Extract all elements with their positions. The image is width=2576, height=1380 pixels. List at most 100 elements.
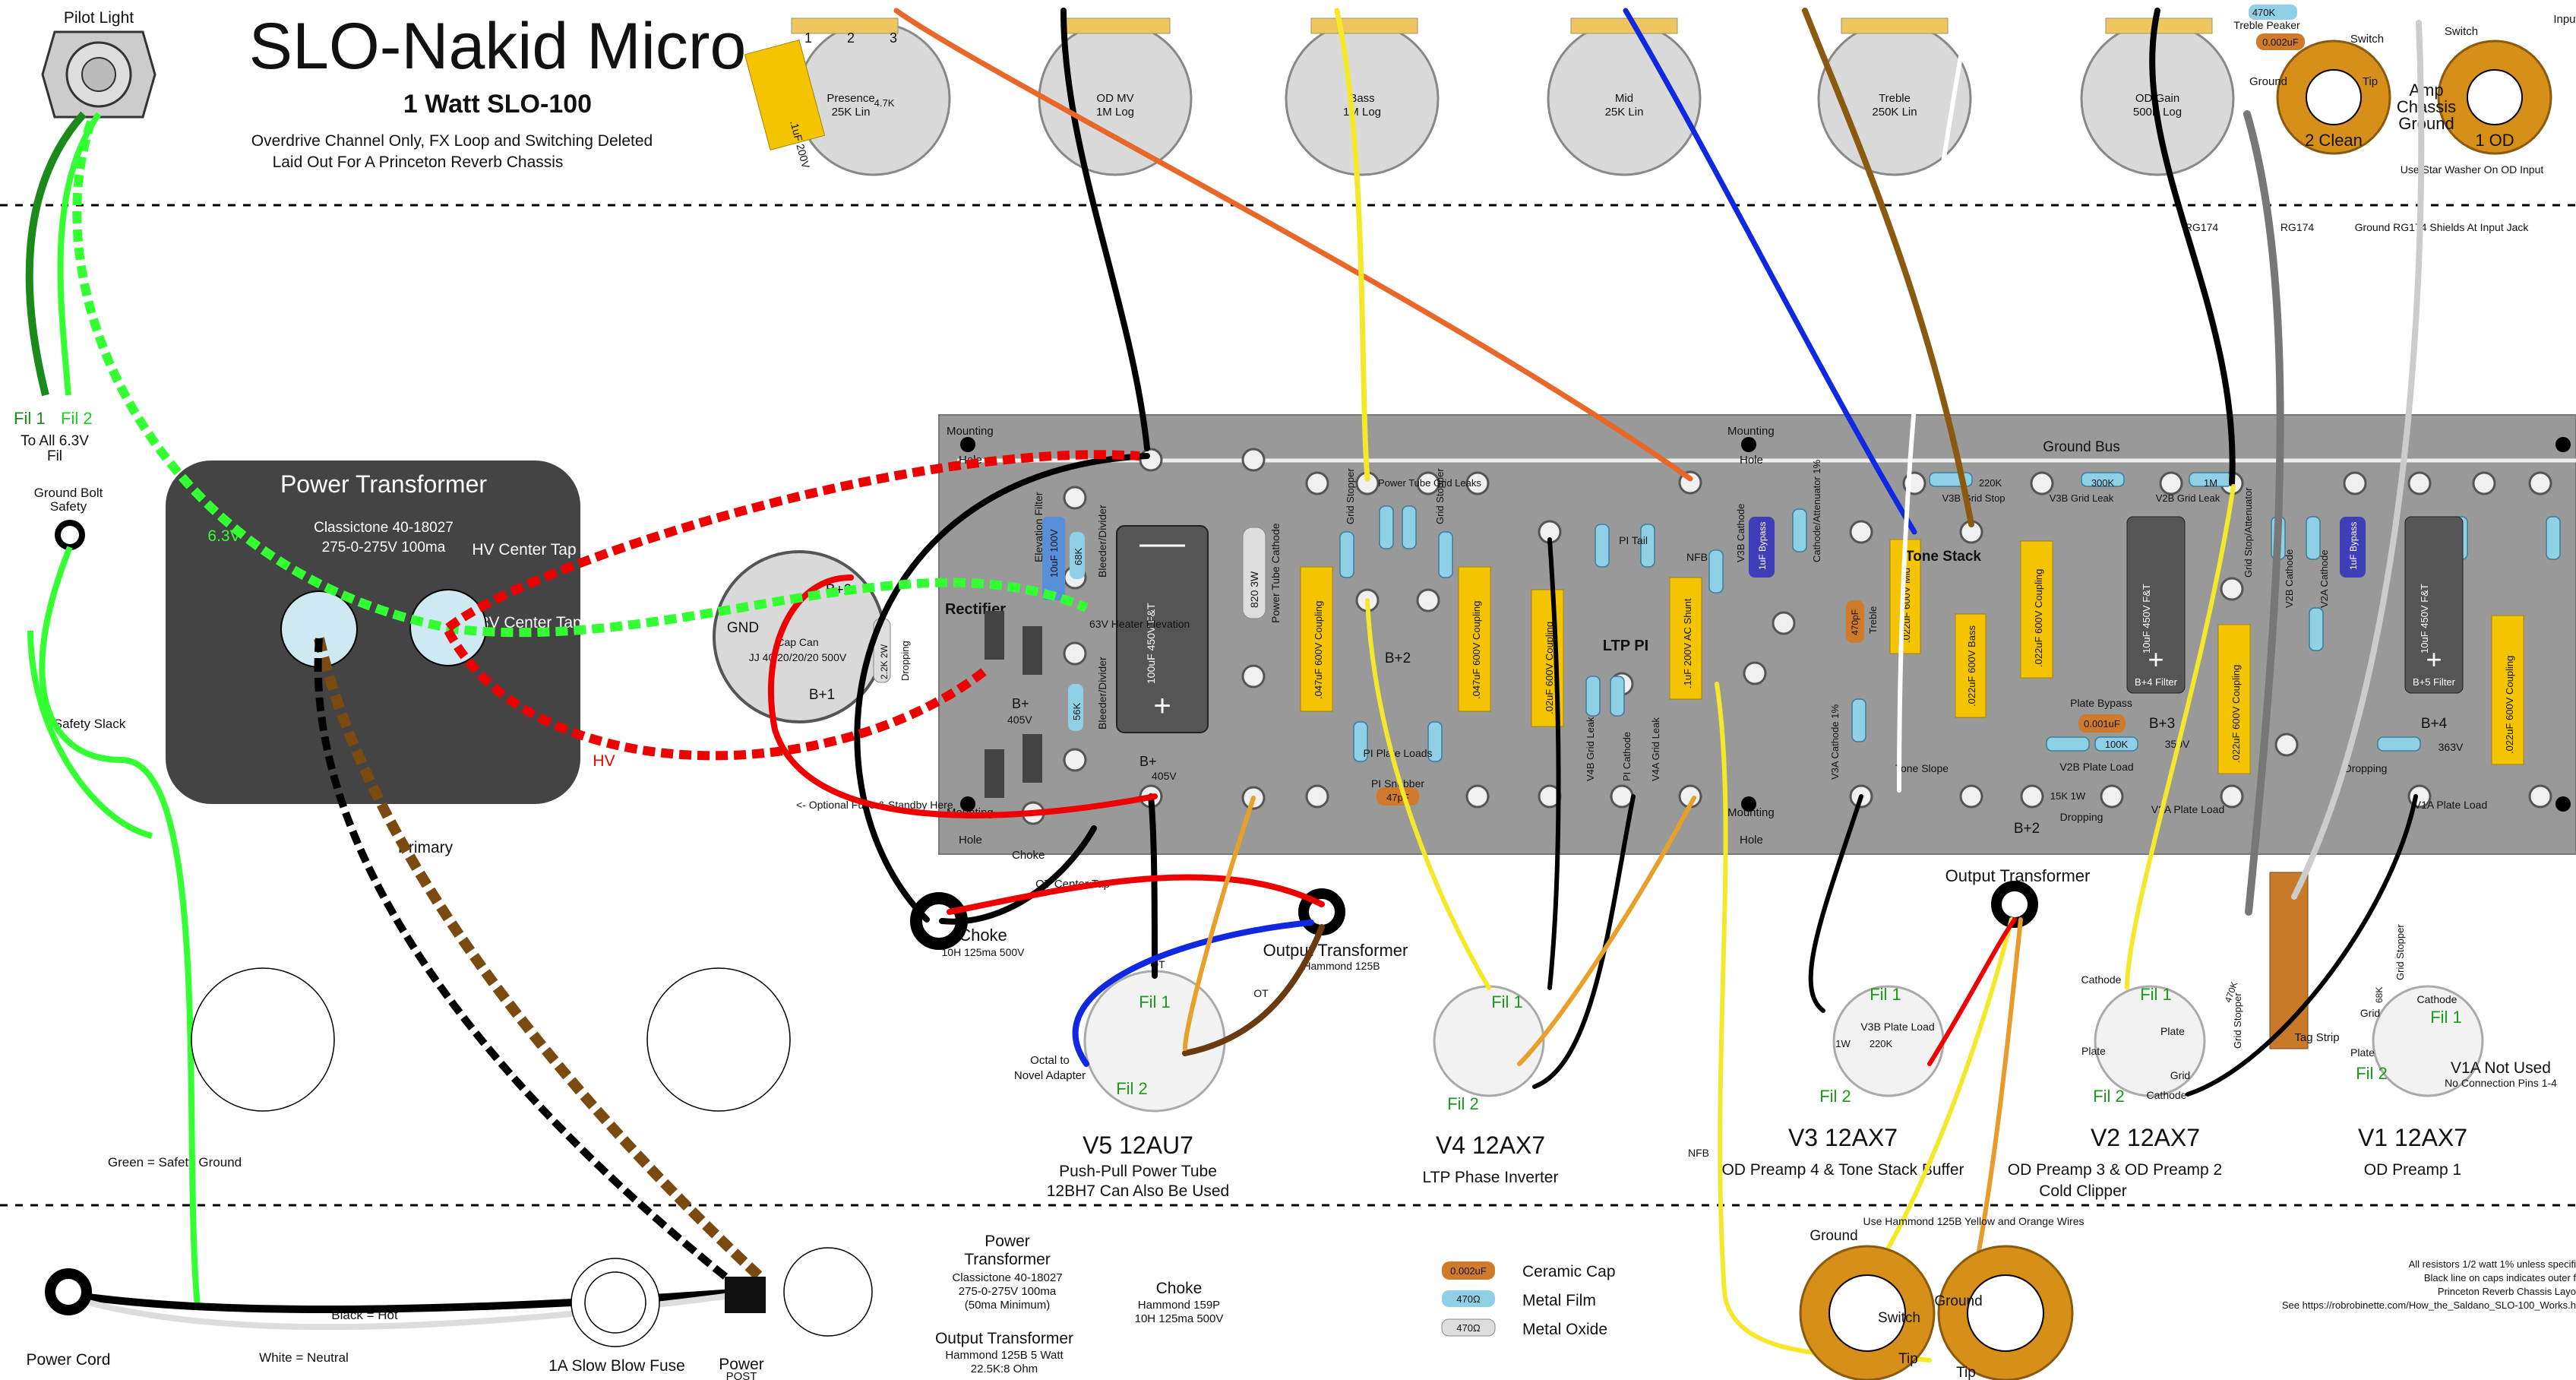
pot-odmv-value: 1M Log (1096, 106, 1134, 119)
footer-ot-spec: 22.5K:8 Ohm (971, 1363, 1038, 1375)
v1a-plate-load: V1A Plate Load (2414, 799, 2488, 811)
ground-bolt-label: Ground Bolt (34, 486, 103, 500)
fil1-v3: Fil 1 (1870, 985, 1901, 1004)
v3b-cathode: V3B Cathode (1735, 504, 1746, 562)
v2-grid-stopper: Grid Stopper (2232, 992, 2243, 1049)
cathode-att-label: Cathode/Attenuator 1% (1811, 459, 1822, 562)
pilot-fil2: Fil 2 (61, 409, 93, 428)
star-washer-note: Use Star Washer On OD Input (2401, 163, 2544, 176)
dropping-1: Dropping (2060, 811, 2103, 823)
cap-can-gnd: GND (727, 620, 759, 636)
legend-metal-oxide-val: 470Ω (1456, 1322, 1481, 1334)
main-cap-label: 100uF 450V F&T (1145, 603, 1157, 684)
nfb-tube: NFB (1688, 1147, 1709, 1159)
output-ground-1: Ground (1810, 1228, 1857, 1244)
v3a-cathode: V3A Cathode 1% (1829, 704, 1841, 780)
ac-shunt: .1uF 200V AC Shunt (1682, 598, 1693, 688)
tube-v1-desc1: OD Preamp 1 (2364, 1161, 2461, 1179)
jack-switch-label-2: Switch (2445, 25, 2478, 38)
footer-choke-spec: 10H 125ma 500V (1135, 1312, 1224, 1325)
rg174-note: Ground RG174 Shields At Input Jack (2355, 221, 2530, 233)
title: SLO-Nakid Micro (249, 10, 747, 83)
footer-pt-spec: 275-0-275V 100ma (959, 1285, 1057, 1298)
mounting-label-4: Mounting (1727, 806, 1775, 819)
fil2-v4: Fil 2 (1447, 1094, 1479, 1113)
v363-label: 363V (2439, 741, 2464, 753)
footer-ot-model: Hammond 125B 5 Watt (945, 1349, 1064, 1362)
v1-cathode: Cathode (2417, 993, 2457, 1005)
tube-v4-name: V4 12AX7 (1436, 1132, 1545, 1159)
c0001-label: 0.001uF (2084, 718, 2120, 730)
power-transformer (166, 461, 580, 804)
output-jack-1-hole (1828, 1274, 1906, 1352)
power-switch-body (725, 1277, 766, 1313)
tube-v4-desc1: LTP Phase Inverter (1423, 1169, 1559, 1186)
pot-mid-value: 25K Lin (1605, 106, 1644, 119)
v3b-grid-leak: V3B Grid Leak (2050, 492, 2114, 504)
output-switch: Switch (1878, 1310, 1920, 1326)
b5-filter-cap (2404, 516, 2464, 694)
treble-peaker-label: Treble Peaker (2233, 19, 2300, 31)
od-jack-hole (2467, 69, 2523, 125)
amp-chassis-ground-2: Chassis (2397, 97, 2456, 116)
chassis-cutout-2 (646, 967, 791, 1112)
heater-wires (25, 111, 1140, 1308)
r100k-label: 100K (2105, 739, 2129, 750)
treble-cap (1846, 600, 1864, 643)
pt-grid-leaks: Power Tube Grid Leaks (1378, 477, 1481, 489)
output-jack-2-hole (1967, 1274, 2044, 1352)
tube-v5-novel: Novel Adapter (1014, 1069, 1086, 1082)
subtitle-line2: Laid Out For A Princeton Reverb Chassis (273, 154, 564, 171)
pt-rating: 275-0-275V 100ma (322, 540, 446, 555)
output-jack-note: Use Hammond 125B Yellow and Orange Wires (1863, 1215, 2084, 1227)
bplus3-label: B+3 (2149, 716, 2175, 732)
nfb-label: NFB (1686, 551, 1708, 563)
cap-can-spec: JJ 40/20/20/20 500V (749, 651, 847, 663)
pot-treble-name: Treble (1879, 92, 1911, 105)
choke-label-board: Choke (1012, 849, 1045, 862)
fil2-v1: Fil 2 (2356, 1064, 2388, 1083)
bypass-caps (1749, 517, 2366, 578)
b5-filter-plus: + (2426, 644, 2442, 675)
pi-snubber-cap (1377, 787, 1419, 806)
no-connection: No Connection Pins 1-4 (2445, 1077, 2557, 1089)
v3-220k: 220K (1870, 1038, 1893, 1049)
rectifier-diode-3 (1022, 734, 1042, 783)
r56k (1068, 684, 1083, 731)
output-lug (1991, 881, 2038, 928)
ptc-res-label: 820 3W (1248, 571, 1260, 608)
bplus4-filter-label: B+4 Filter (2135, 676, 2178, 688)
fil1-v2: Fil 1 (2140, 985, 2172, 1004)
v3-1w: 1W (1835, 1038, 1851, 1049)
r300k-label: 300K (2091, 477, 2115, 489)
fuse-holder-inner (584, 1271, 646, 1334)
plate-bypass-cap (2078, 714, 2126, 733)
v1-grid: Grid (2360, 1007, 2380, 1019)
amp-chassis-ground-3: Ground (2398, 114, 2454, 133)
v2a-cathode: V2A Cathode (2318, 549, 2330, 608)
amp-chassis-ground-1: Amp (2409, 81, 2443, 100)
treble-peaker-cap (2256, 33, 2305, 50)
rectifier-diode-4 (985, 749, 1004, 798)
pot-treble-value: 250K Lin (1872, 106, 1917, 119)
note-2: Black line on caps indicates outer f (2424, 1272, 2576, 1283)
pi-plate-loads: PI Plate Loads (1363, 747, 1432, 759)
coupling-02: .02uF 600V Coupling (1544, 622, 1555, 714)
v3b-plate-load: V3B Plate Load (1860, 1021, 1934, 1033)
coupling-caps (1300, 539, 2524, 774)
safety-ground-label: Green = Safety Ground (108, 1155, 242, 1170)
hole-label-2: Hole (959, 834, 982, 847)
v405-label-2: 405V (1152, 770, 1177, 782)
tube-v3-desc1: OD Preamp 4 & Tone Stack Buffer (1721, 1161, 1964, 1179)
r68k-label: 68K (1073, 548, 1084, 565)
power-label: Power (719, 1356, 764, 1373)
bplus4-label: B+4 (2421, 716, 2448, 732)
bplus5-filter-label: B+5 Filter (2413, 676, 2456, 688)
mounting-label-1: Mounting (947, 425, 994, 438)
tone-slope-label: Tone Slope (1895, 762, 1949, 774)
pt-63v-ct: 6.3V Center Tap (466, 614, 581, 631)
rectifier-diode-2 (1022, 626, 1042, 675)
dropping-2: Dropping (2344, 762, 2388, 774)
ot-model: Hammond 125B (1303, 960, 1380, 972)
fil2-v3: Fil 2 (1819, 1087, 1851, 1106)
